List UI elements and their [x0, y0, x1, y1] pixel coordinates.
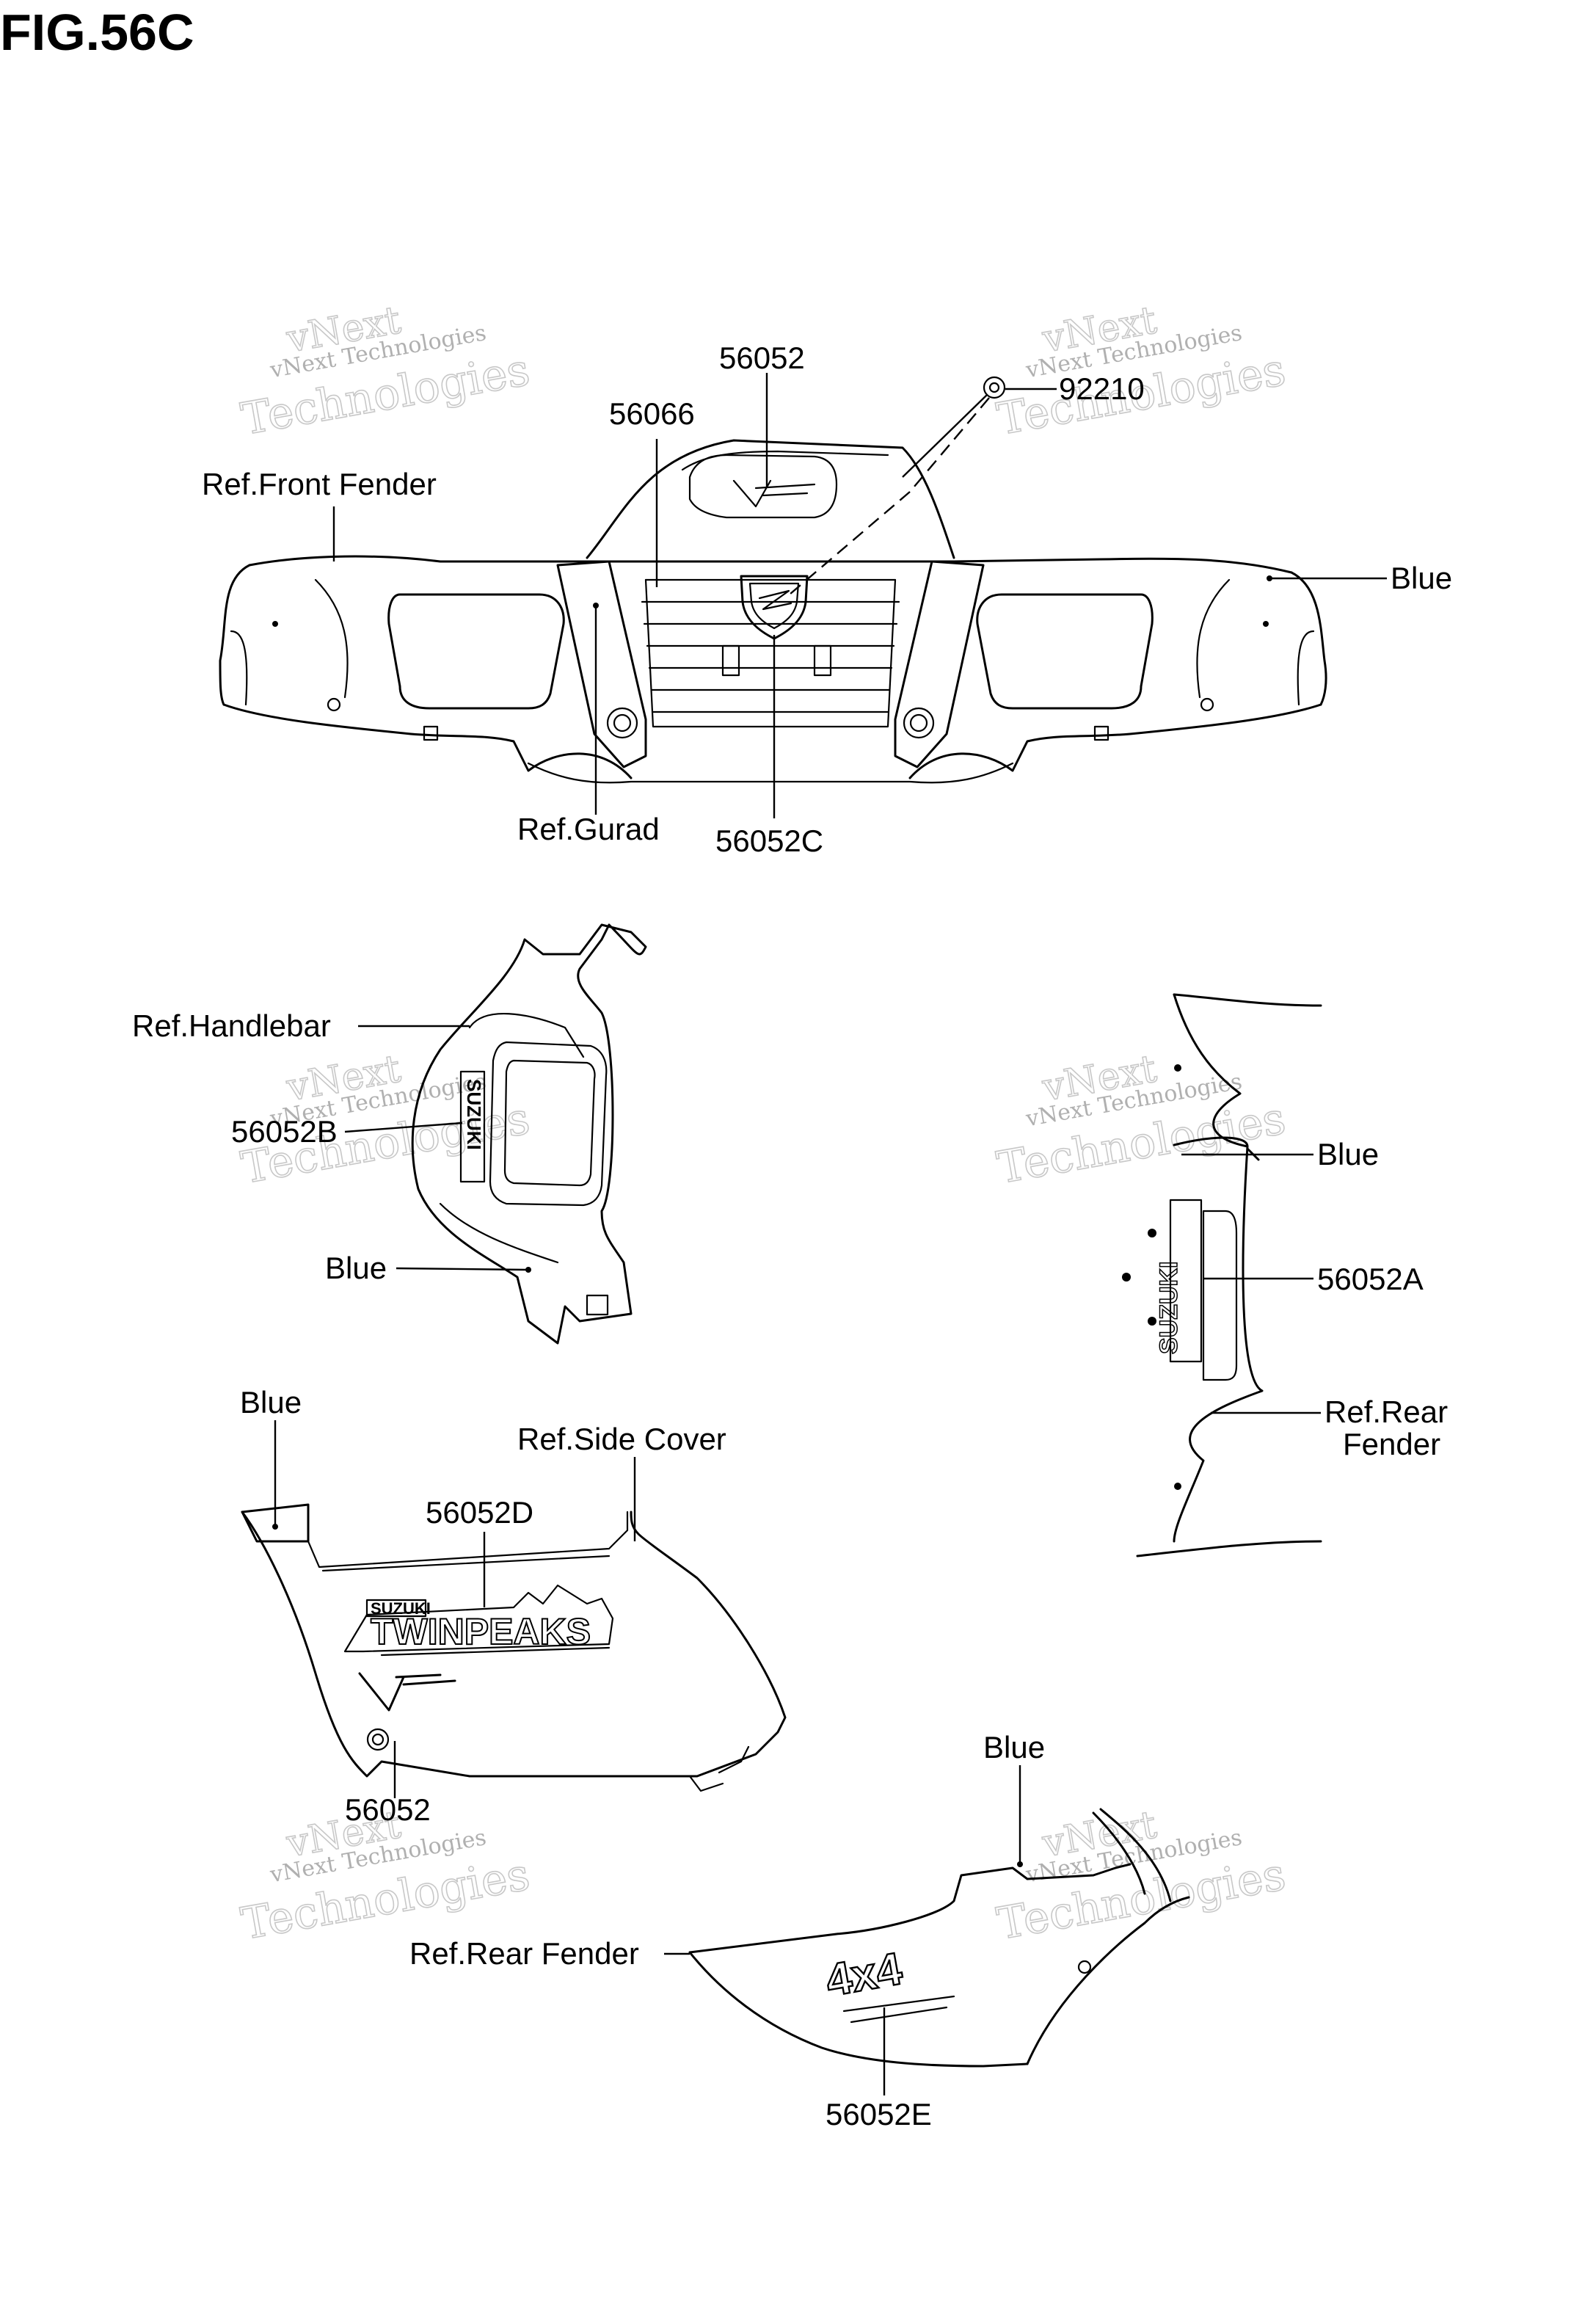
watermark-top-left: vNext vNext Technologies Technologies	[237, 298, 534, 446]
label-ref-side-cover: Ref.Side Cover	[517, 1422, 726, 1456]
label-ref-handlebar: Ref.Handlebar	[132, 1008, 331, 1043]
svg-text:TWINPEAKS: TWINPEAKS	[371, 1611, 591, 1652]
label-92210: 92210	[1059, 371, 1145, 406]
watermark-top-right: vNext vNext Technologies Technologies	[993, 298, 1290, 446]
label-ref-rear-fender-line2: Fender	[1343, 1427, 1440, 1461]
label-blue-rear-fender: Blue	[983, 1730, 1045, 1764]
rear-fender-side-drawing: 4x4	[688, 1808, 1190, 2068]
rear-top-leaders	[1181, 1153, 1321, 1414]
handlebar-cover-drawing: SUZUKI	[411, 923, 647, 1345]
label-ref-guard: Ref.Gurad	[517, 812, 660, 846]
label-56052A: 56052A	[1317, 1262, 1424, 1296]
label-blue-side-cover: Blue	[240, 1385, 302, 1419]
label-56052E: 56052E	[826, 2097, 932, 2131]
label-ref-rear-fender: Ref.Rear Fender	[409, 1936, 639, 1971]
label-blue-handlebar: Blue	[325, 1251, 387, 1285]
svg-text:4x4: 4x4	[822, 1944, 906, 2007]
watermark-bottom-right: vNext vNext Technologies Technologies	[993, 1803, 1290, 1951]
label-blue-front: Blue	[1391, 561, 1452, 595]
label-56066: 56066	[609, 396, 695, 431]
figure-title: FIG.56C	[0, 4, 194, 61]
side-cover-leaders	[272, 1420, 636, 1798]
rear-fender-top-drawing: SUZUKI	[1122, 993, 1322, 1557]
label-ref-rear-fender-line1: Ref.Rear	[1324, 1395, 1448, 1429]
svg-text:SUZUKI: SUZUKI	[1155, 1261, 1183, 1354]
svg-text:SUZUKI: SUZUKI	[463, 1079, 485, 1150]
label-56052C: 56052C	[715, 824, 823, 858]
front-leaders	[332, 373, 1387, 818]
watermark-mid-right: vNext vNext Technologies Technologies	[993, 1047, 1290, 1195]
front-fender-drawing	[219, 376, 1327, 784]
label-56052B: 56052B	[231, 1114, 338, 1149]
watermark-mid-left: vNext vNext Technologies Technologies	[237, 1047, 534, 1195]
label-ref-front-fender: Ref.Front Fender	[202, 467, 437, 501]
handlebar-leaders	[344, 1025, 528, 1271]
rear-fender-leaders	[664, 1765, 1021, 2095]
label-56052-side: 56052	[345, 1792, 431, 1827]
label-56052-top: 56052	[719, 341, 805, 375]
label-56052D: 56052D	[426, 1495, 533, 1530]
side-cover-drawing: SUZUKI TWINPEAKS	[241, 1503, 787, 1792]
label-blue-rear-top: Blue	[1317, 1137, 1379, 1171]
